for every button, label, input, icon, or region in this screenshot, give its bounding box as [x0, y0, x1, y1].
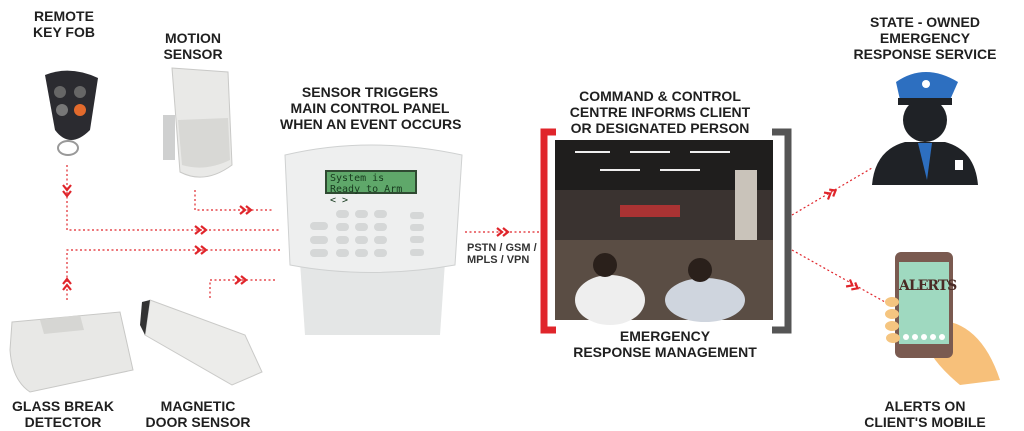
label-line: SENSOR TRIGGERS: [301, 84, 439, 100]
label-line: WHEN AN EVENT OCCURS: [280, 116, 462, 132]
door-sensor-image: [140, 299, 263, 386]
label-line: MAGNETIC: [160, 398, 236, 414]
network-line-2: MPLS / VPN: [467, 254, 530, 266]
label-line: KEY FOB: [33, 24, 95, 40]
lcd-line-2: Ready to Arm < >: [330, 184, 403, 206]
label-line: EMERGENCY: [619, 328, 711, 344]
label-line: EMERGENCY: [879, 30, 971, 46]
label-line: MOTION: [165, 30, 221, 46]
label-line: CLIENT'S MOBILE: [864, 414, 986, 430]
lcd-line-1: System is: [330, 173, 385, 184]
label-line: SENSOR: [163, 46, 223, 62]
gray-bracket: [772, 128, 792, 334]
label-line: DOOR SENSOR: [145, 414, 251, 430]
panel-lcd-display: System is Ready to Arm < >: [325, 170, 417, 206]
label-line: COMMAND & CONTROL: [579, 88, 741, 104]
label-line: STATE - OWNED: [870, 14, 980, 30]
label-line: DETECTOR: [24, 414, 102, 430]
command-centre-photo: [555, 140, 773, 325]
label-line: RESPONSE MANAGEMENT: [573, 344, 757, 360]
label-line: CENTRE INFORMS CLIENT: [569, 104, 751, 120]
label-line: GLASS BREAK: [12, 398, 114, 414]
label-line: MAIN CONTROL PANEL: [290, 100, 450, 116]
label-line: ALERTS ON: [884, 398, 966, 414]
key-fob-image: [45, 70, 98, 156]
glass-break-detector-image: [9, 311, 134, 393]
red-bracket: [540, 128, 556, 334]
flow-lines: [66, 165, 886, 303]
label-line: RESPONSE SERVICE: [853, 46, 997, 62]
network-line-1: PSTN / GSM /: [467, 242, 537, 254]
network-label: PSTN / GSM / MPLS / VPN: [467, 242, 537, 266]
label-line: OR DESIGNATED PERSON: [570, 120, 750, 136]
phone-in-hand-image: [885, 252, 1000, 385]
police-officer-icon: [872, 72, 978, 185]
label-line: REMOTE: [34, 8, 94, 24]
phone-alerts-text: ALERTS: [899, 278, 957, 294]
motion-sensor-image: [163, 67, 233, 178]
